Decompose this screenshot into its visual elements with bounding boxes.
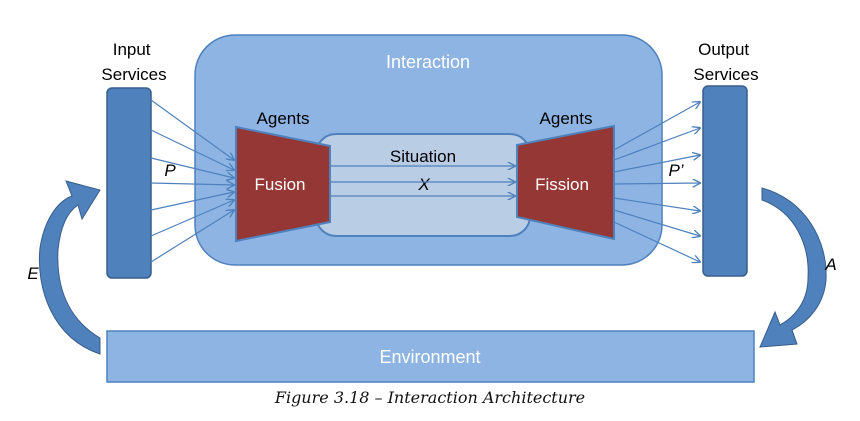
output-services-label: Output Services xyxy=(693,40,758,84)
fission-label: Fission xyxy=(535,175,589,194)
a-curved-arrow xyxy=(759,187,827,348)
input-arrow xyxy=(150,200,234,237)
output-arrow xyxy=(613,102,700,151)
input-arrow xyxy=(150,129,234,170)
input-services-label: Input Services xyxy=(101,40,166,84)
output-arrow xyxy=(613,209,700,236)
p-label: P xyxy=(164,161,176,180)
input-arrow xyxy=(150,183,234,185)
input-arrow xyxy=(150,210,234,263)
output-arrow xyxy=(613,183,700,184)
input-arrow xyxy=(150,192,234,211)
e-curved-arrow xyxy=(38,180,101,355)
output-arrow xyxy=(613,128,700,161)
environment-bar xyxy=(106,330,755,383)
output-arrow xyxy=(613,197,700,211)
fusion-label: Fusion xyxy=(254,175,305,194)
input-services-bar xyxy=(106,87,152,279)
output-services-bar xyxy=(702,85,748,277)
interaction-label: Interaction xyxy=(386,52,470,72)
input-arrows xyxy=(150,99,234,263)
environment-label: Environment xyxy=(379,347,480,367)
input-arrow xyxy=(150,99,234,160)
agents-right-label: Agents xyxy=(540,109,593,128)
output-arrow xyxy=(613,155,700,173)
fission-agent xyxy=(516,124,615,241)
e-label: E xyxy=(27,264,39,283)
output-arrows xyxy=(613,102,700,262)
p-prime-label: P’ xyxy=(668,161,683,180)
figure-caption: Figure 3.18 – Interaction Architecture xyxy=(274,388,586,407)
x-label: X xyxy=(417,175,430,194)
situation-label: Situation xyxy=(390,147,456,166)
output-arrow xyxy=(613,221,700,262)
agents-left-label: Agents xyxy=(257,109,310,128)
situation-arrows xyxy=(330,166,515,196)
input-arrow xyxy=(150,157,234,178)
a-label: A xyxy=(824,255,836,274)
